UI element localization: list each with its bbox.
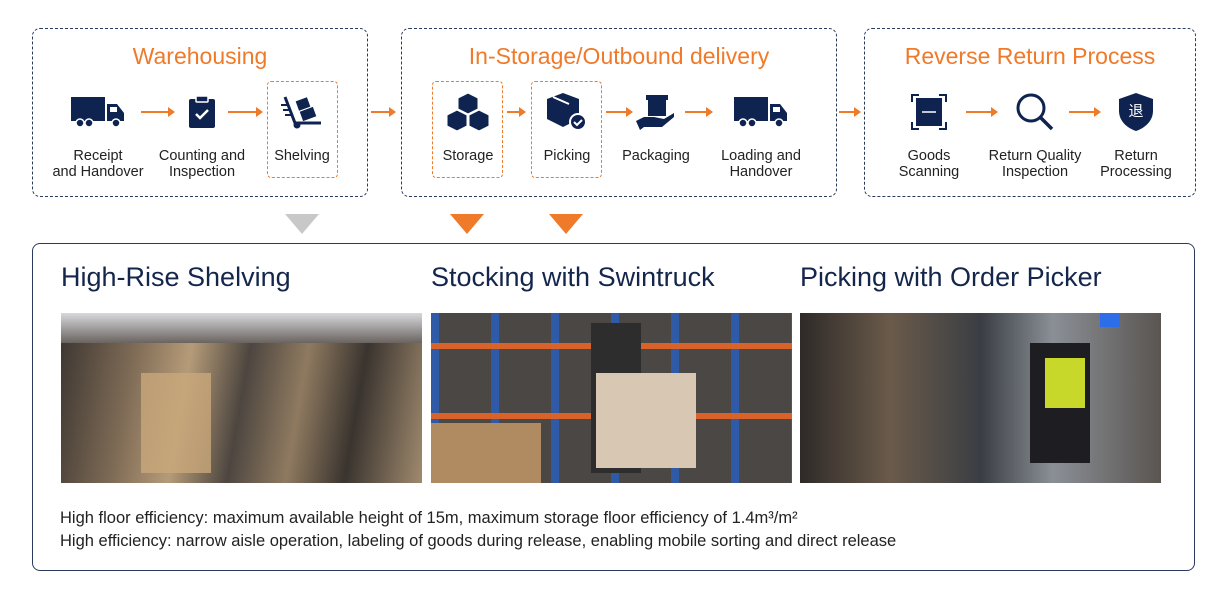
stage-instorage-outbound: In-Storage/Outbound delivery	[401, 28, 837, 197]
hand-truck-icon	[274, 90, 330, 134]
panel-title: Picking with Order Picker	[800, 262, 1102, 292]
step-packaging: Packaging	[596, 90, 716, 164]
step-label: Loading and	[721, 148, 801, 164]
return-glyph: 退	[1128, 103, 1144, 120]
arrow-icon	[228, 107, 263, 117]
step-label: Inspection	[168, 164, 236, 180]
stage-title: Reverse Return Process	[904, 43, 1156, 69]
arrow-icon	[1069, 107, 1101, 117]
step-label: Processing	[1100, 164, 1172, 180]
photo-order-picker	[800, 313, 1161, 483]
note-floor-efficiency: High floor efficiency: maximum available…	[60, 509, 798, 527]
step-label: Scanning	[898, 164, 960, 180]
pointer-triangle-storage	[450, 214, 484, 234]
arrow-icon	[966, 107, 998, 117]
photo-stocking-swintruck	[431, 313, 792, 483]
step-shelving: Shelving	[242, 90, 362, 164]
photo-high-rise-shelving	[61, 313, 422, 483]
truck-icon	[70, 90, 126, 134]
arrow-icon	[606, 107, 633, 117]
highlight-shelving	[267, 81, 338, 178]
panel-title: High-Rise Shelving	[61, 262, 291, 292]
step-label: Return	[1114, 148, 1158, 164]
step-storage: Storage	[408, 90, 528, 164]
magnifier-icon	[1007, 90, 1063, 134]
scan-icon	[901, 90, 957, 134]
step-picking: Picking	[507, 90, 627, 164]
box-check-icon	[539, 90, 595, 134]
step-label: Picking	[543, 148, 591, 164]
shield-return-icon: 退	[1108, 90, 1164, 134]
detail-panel	[32, 243, 1195, 571]
step-label: Goods	[907, 148, 951, 164]
step-label: Return Quality	[988, 148, 1082, 164]
step-label: Counting and	[158, 148, 246, 164]
stage-title: Warehousing	[132, 43, 268, 69]
highlight-picking	[531, 81, 602, 178]
note-operation-efficiency: High efficiency: narrow aisle operation,…	[60, 532, 897, 550]
truck-icon	[733, 90, 789, 134]
arrow-icon	[507, 107, 526, 117]
highlight-storage	[432, 81, 503, 178]
arrow-icon	[685, 107, 713, 117]
arrow-icon	[839, 107, 861, 117]
step-label: and Handover	[52, 164, 144, 180]
step-label: Receipt	[73, 148, 123, 164]
step-label: Handover	[729, 164, 793, 180]
clipboard-check-icon	[174, 90, 230, 134]
step-label: Storage	[442, 148, 494, 164]
hand-box-icon	[628, 90, 684, 134]
stage-title: In-Storage/Outbound delivery	[468, 43, 770, 69]
step-label: Shelving	[274, 148, 330, 164]
arrow-icon	[371, 107, 396, 117]
pointer-triangle-shelving	[285, 214, 319, 234]
stage-reverse-return: Reverse Return Process	[864, 28, 1196, 197]
step-label: Inspection	[1001, 164, 1069, 180]
stage-warehousing: Warehousing	[32, 28, 368, 197]
pointer-triangle-picking	[549, 214, 583, 234]
step-label: Packaging	[622, 148, 690, 164]
boxes-icon	[440, 90, 496, 134]
panel-title: Stocking with Swintruck	[431, 262, 715, 292]
arrow-icon	[141, 107, 175, 117]
